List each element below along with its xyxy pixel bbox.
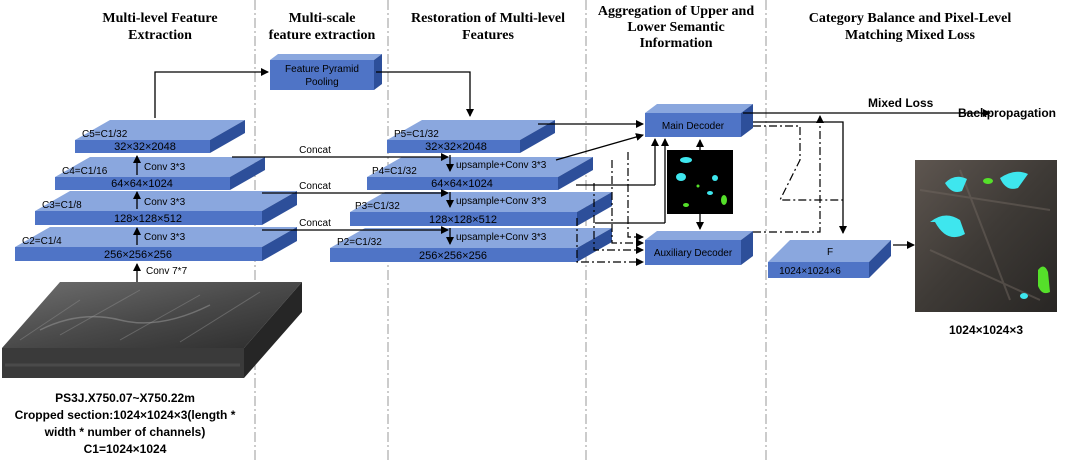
concat-arrows	[232, 153, 449, 234]
p4-dim: 64×64×1024	[431, 178, 493, 190]
fpp-label-line-2: Pooling	[305, 77, 338, 88]
decoder-block-p4: P4=C1/32 64×64×1024	[367, 157, 593, 190]
upsample-label-p4: upsample+Conv 3*3	[456, 160, 547, 171]
section-3-title-line-2: Features	[462, 28, 514, 43]
p5-dim: 32×32×2048	[425, 141, 487, 153]
input-rock-image	[2, 282, 302, 378]
c2-dim: 256×256×256	[104, 249, 172, 261]
concat-label-c4: Concat	[299, 145, 331, 156]
input-caption-line-3: width * number of channels)	[44, 425, 206, 439]
arrow-fpp-to-p5	[376, 71, 474, 117]
auxiliary-connections	[576, 152, 644, 266]
upsample-label-p2: upsample+Conv 3*3	[456, 232, 547, 243]
encoder-block-c5: C5=C1/32 32×32×2048	[75, 120, 245, 153]
section-1-title-line-2: Extraction	[128, 28, 192, 43]
mixed-loss-label: Mixed Loss	[868, 96, 934, 110]
encoder-block-c4: C4=C1/16 64×64×1024	[55, 157, 265, 190]
section-headings: Multi-level Feature Extraction Multi-sca…	[102, 4, 1011, 51]
auxiliary-decoder-label: Auxiliary Decoder	[654, 248, 733, 259]
decoder-block-p5: P5=C1/32 32×32×2048	[387, 120, 555, 153]
c3-name: C3=C1/8	[42, 200, 82, 211]
f-block-name: F	[827, 247, 833, 258]
auxiliary-decoder-block: Auxiliary Decoder	[645, 231, 753, 265]
c2-name: C2=C1/4	[22, 236, 62, 247]
main-decoder-block: Main Decoder	[645, 104, 753, 137]
p3-dim: 128×128×512	[429, 214, 497, 226]
conv-7x7-label: Conv 7*7	[146, 266, 188, 277]
conv-3x3-label-c5: Conv 3*3	[144, 162, 186, 173]
decoder-output-arrows	[743, 109, 991, 234]
concat-label-c2: Concat	[299, 218, 331, 229]
input-caption-line-2: Cropped section:1024×1024×3(length *	[15, 408, 236, 422]
section-2-title-line-2: feature extraction	[269, 28, 376, 43]
p2-name: P2=C1/32	[337, 237, 382, 248]
arrow-c5-to-fpp	[154, 68, 269, 118]
p4-name: P4=C1/32	[372, 166, 417, 177]
section-3-title-line-1: Restoration of Multi-level	[411, 11, 565, 26]
section-4-title-line-2: Lower Semantic	[627, 20, 724, 35]
p-to-decoder-arrows	[538, 120, 669, 224]
output-caption: 1024×1024×3	[949, 323, 1023, 337]
input-caption-line-1: PS3J.X750.07~X750.22m	[55, 391, 195, 405]
decoder-block-p3: P3=C1/32 128×128×512	[350, 192, 612, 226]
upsample-label-p3: upsample+Conv 3*3	[456, 196, 547, 207]
section-2-title-line-1: Multi-scale	[289, 11, 356, 26]
section-1-title-line-1: Multi-level Feature	[102, 11, 217, 26]
f-block: F 1024×1024×6	[768, 240, 891, 278]
f-block-dim: 1024×1024×6	[779, 266, 841, 277]
section-4-title-line-1: Aggregation of Upper and	[598, 4, 754, 19]
p5-name: P5=C1/32	[394, 129, 439, 140]
feature-pyramid-pooling-block: Feature Pyramid Pooling	[270, 54, 382, 90]
output-segmented-image	[915, 160, 1057, 312]
encoder-block-c2: C2=C1/4 256×256×256	[15, 227, 297, 261]
fpp-label-line-1: Feature Pyramid	[285, 64, 359, 75]
section-4-title-line-3: Information	[639, 36, 712, 51]
encoder-block-c3: C3=C1/8 128×128×512	[35, 191, 297, 225]
c5-name: C5=C1/32	[82, 129, 128, 140]
p3-name: P3=C1/32	[355, 201, 400, 212]
segmentation-mask-image	[667, 150, 733, 214]
c5-dim: 32×32×2048	[114, 141, 176, 153]
backpropagation-label: Backpropagation	[958, 106, 1056, 120]
c4-dim: 64×64×1024	[111, 178, 173, 190]
input-caption: PS3J.X750.07~X750.22m Cropped section:10…	[15, 391, 236, 456]
auxiliary-output-arrows	[753, 115, 843, 233]
c3-dim: 128×128×512	[114, 213, 182, 225]
concat-label-c3: Concat	[299, 181, 331, 192]
p2-dim: 256×256×256	[419, 250, 487, 262]
conv-3x3-label-c3: Conv 3*3	[144, 232, 186, 243]
c4-name: C4=C1/16	[62, 166, 108, 177]
input-caption-line-4: C1=1024×1024	[84, 442, 167, 456]
conv-3x3-label-c4: Conv 3*3	[144, 197, 186, 208]
section-5-title-line-1: Category Balance and Pixel-Level	[809, 11, 1012, 26]
decoder-block-p2: P2=C1/32 256×256×256	[330, 228, 612, 262]
section-5-title-line-2: Matching Mixed Loss	[845, 28, 975, 43]
main-decoder-label: Main Decoder	[662, 121, 725, 132]
